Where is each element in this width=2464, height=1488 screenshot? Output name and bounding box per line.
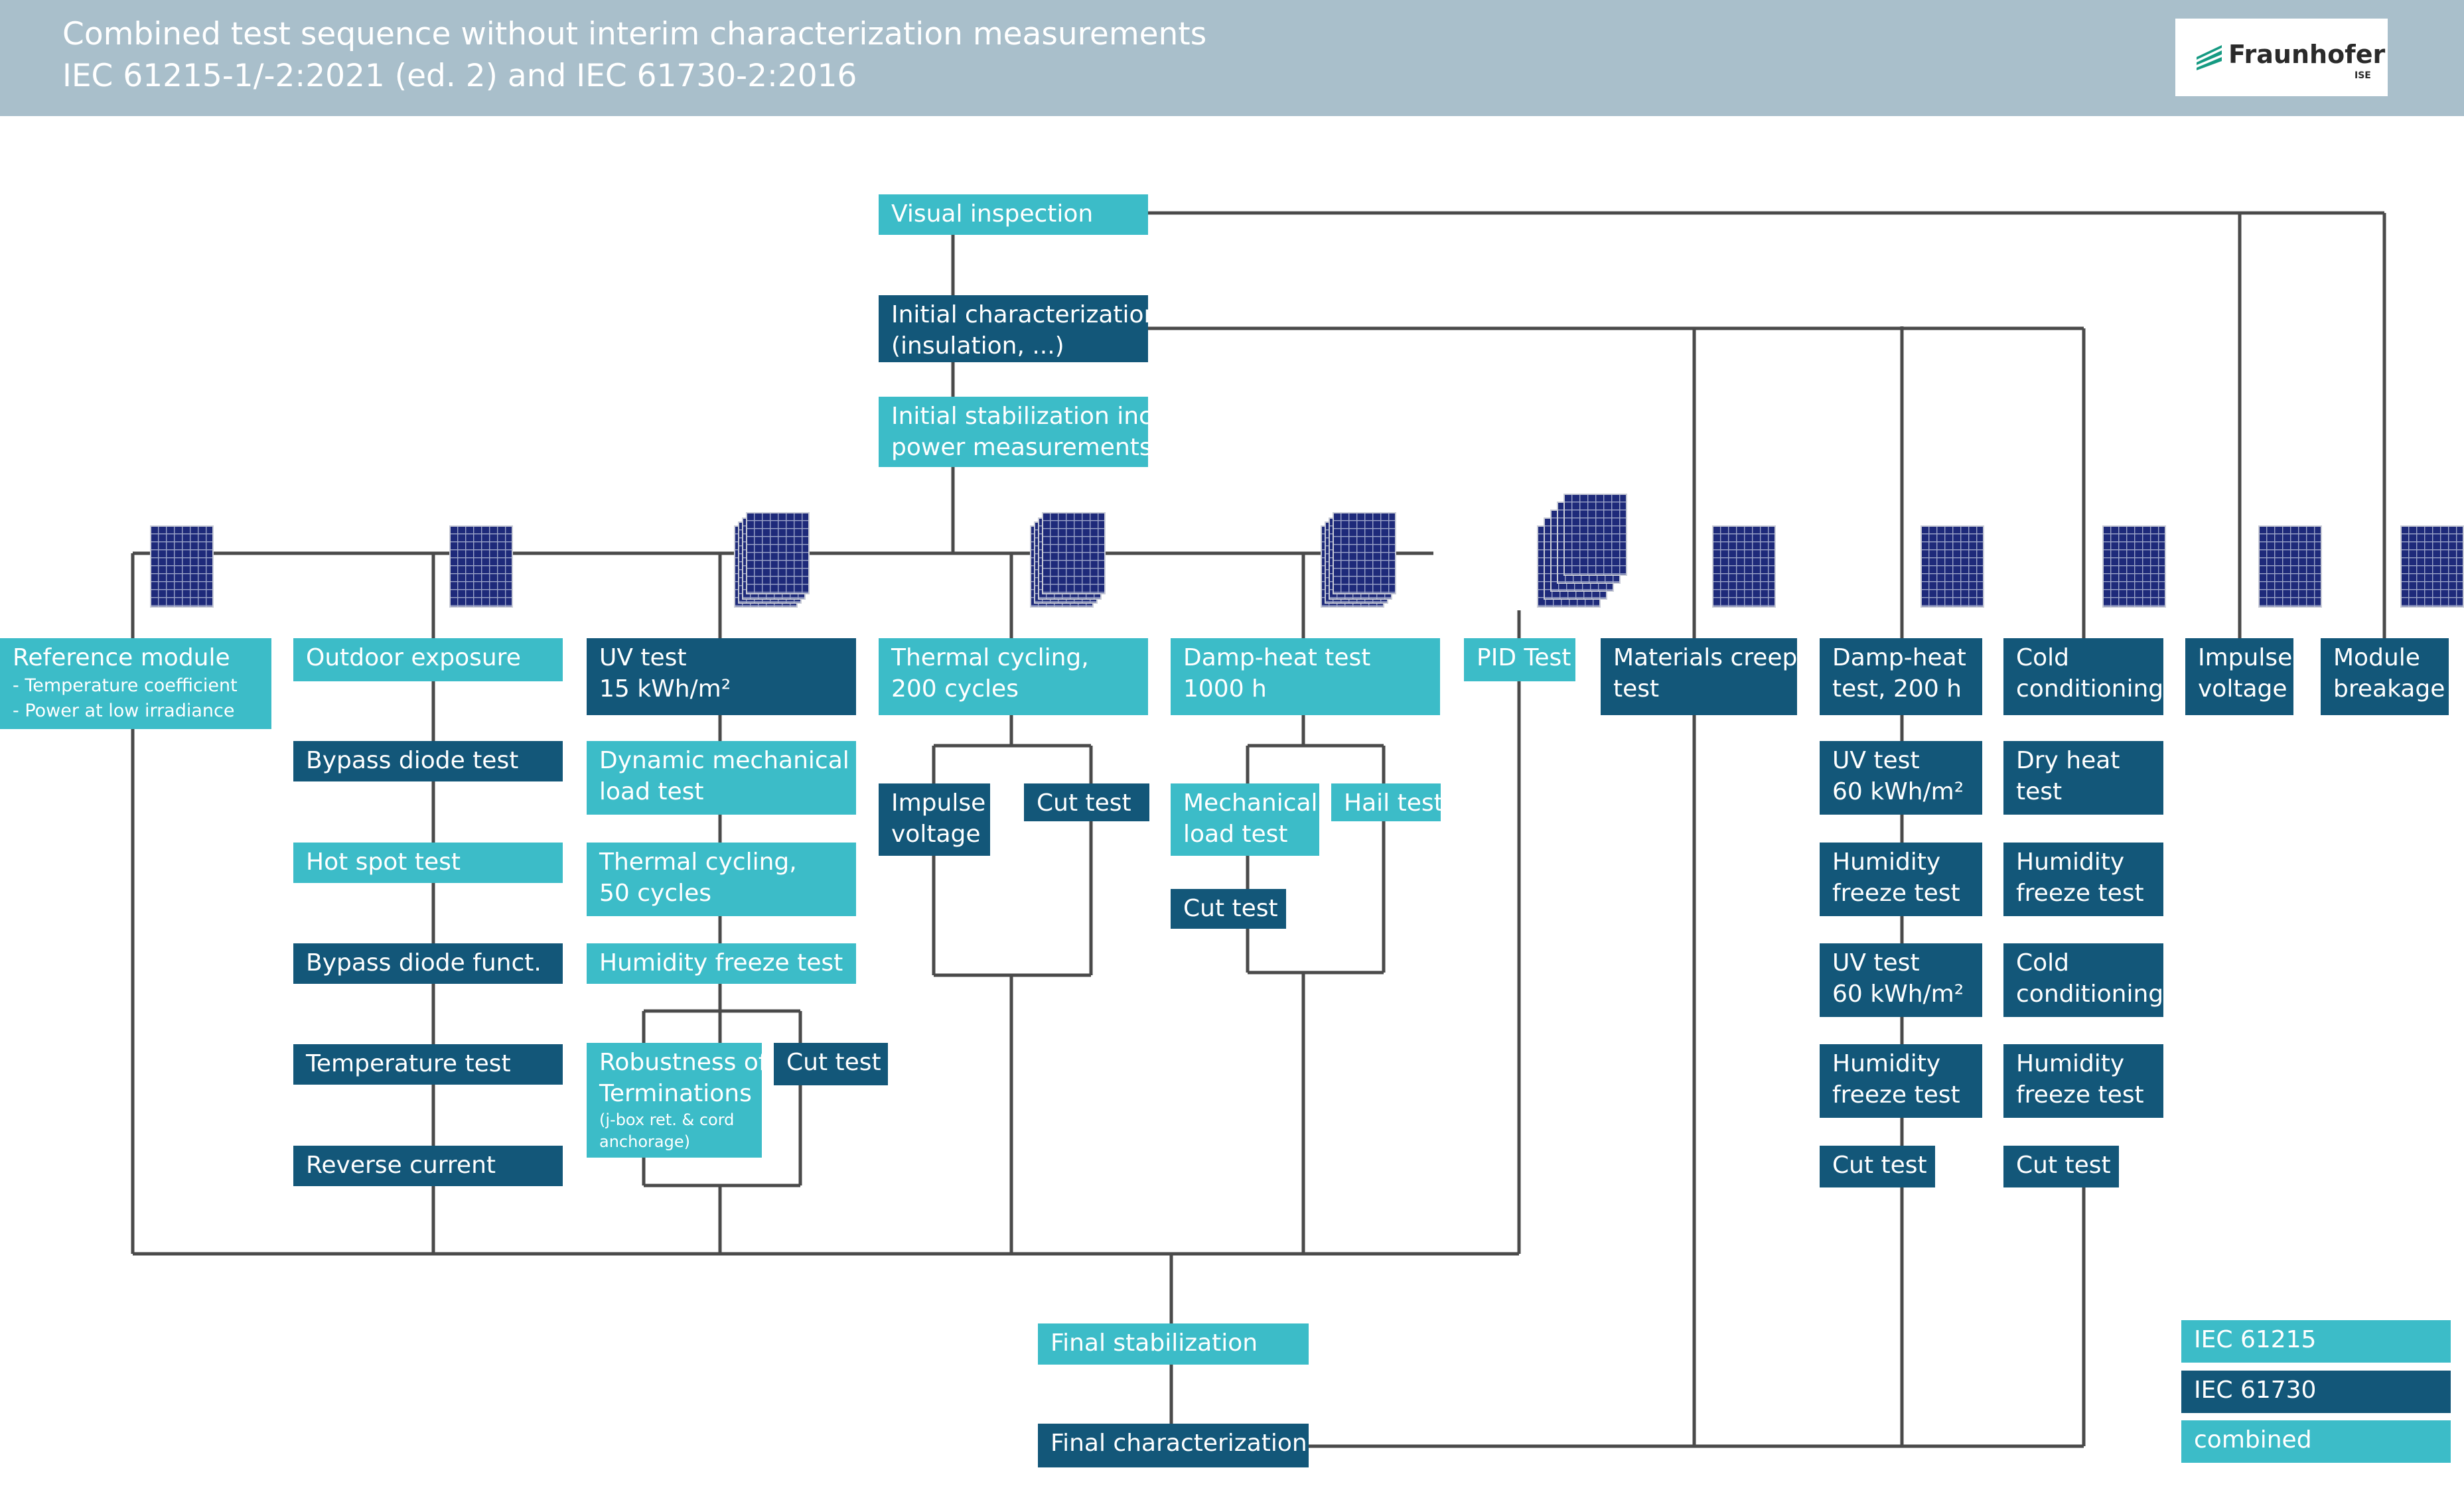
reverse-current-box: Reverse current: [293, 1146, 563, 1186]
visual-inspection-box: Visual inspection: [879, 194, 1148, 235]
bypass-diode-function-box: Bypass diode funct.: [293, 943, 563, 984]
humidity-freeze-box: Humidity freeze test: [587, 943, 856, 984]
hail-test-box: Hail test: [1331, 783, 1441, 821]
fraunhofer-logo: Fraunhofer ISE: [2175, 19, 2388, 96]
cut-test-box: Cut test: [774, 1043, 888, 1085]
header-bar: Combined test sequence without interim c…: [0, 0, 2464, 116]
page-title: Combined test sequence without interim c…: [62, 16, 1207, 52]
final-stabilization-box: Final stabilization: [1038, 1323, 1309, 1365]
pid-test-box: PID Test: [1464, 638, 1575, 681]
legend-iec61215: IEC 61215: [2181, 1320, 2451, 1363]
solar-panel-stack-icon: [734, 512, 810, 608]
solar-panel-icon: [2102, 525, 2166, 608]
legend-combined: combined: [2181, 1420, 2451, 1463]
solar-panel-icon: [449, 525, 513, 608]
cut-test-box: Cut test: [1171, 889, 1286, 929]
final-characterization-box: Final characterization: [1038, 1424, 1309, 1467]
solar-panel-icon: [150, 525, 214, 608]
solar-panel-stack-icon: [1321, 512, 1396, 608]
solar-panel-stack-icon: [1030, 512, 1106, 608]
cut-test-box: Cut test: [1024, 783, 1149, 821]
thermal-cycling-50-box: Thermal cycling,50 cycles: [587, 843, 856, 916]
legend-iec61730: IEC 61730: [2181, 1371, 2451, 1413]
bypass-diode-test-box: Bypass diode test: [293, 741, 563, 781]
cut-test-box: Cut test: [1820, 1146, 1935, 1187]
fraunhofer-logo-icon: [2197, 45, 2222, 70]
hot-spot-test-box: Hot spot test: [293, 843, 563, 883]
outdoor-exposure-box: Outdoor exposure: [293, 638, 563, 681]
temperature-test-box: Temperature test: [293, 1044, 563, 1085]
cut-test-box: Cut test: [2003, 1146, 2119, 1187]
logo-sub: ISE: [2355, 70, 2371, 81]
initial-stabilization-box: Initial stabilization inc.power measurem…: [879, 397, 1148, 467]
thermal-cycling-200-box: Thermal cycling,200 cycles: [879, 638, 1148, 715]
page-subtitle: IEC 61215-1/-2:2021 (ed. 2) and IEC 6173…: [62, 58, 857, 94]
solar-panel-icon: [1712, 525, 1776, 608]
solar-panel-icon: [1920, 525, 1984, 608]
logo-name: Fraunhofer: [2228, 40, 2386, 69]
solar-panel-stack-icon: [1537, 494, 1627, 608]
initial-characterization-box: Initial characterization(insulation, ...…: [879, 295, 1148, 362]
solar-panel-icon: [2400, 525, 2464, 608]
reference-module-box: Reference module - Temperature coefficie…: [0, 638, 271, 729]
solar-panel-icon: [2258, 525, 2322, 608]
